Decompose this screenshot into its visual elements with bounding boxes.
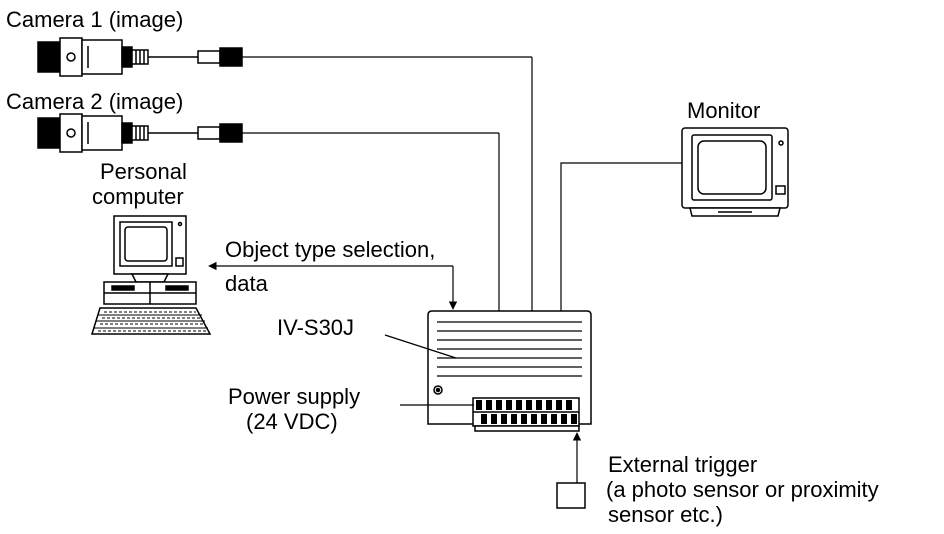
pc-label-line1: Personal [100,159,187,184]
trigger-label-line1: External trigger [608,452,758,477]
monitor-cable [560,162,682,311]
controller-pointer [384,334,457,359]
monitor-icon [681,127,789,217]
power-supply-label-line1: Power supply [228,384,361,409]
trigger-label-line3: sensor etc.) [608,502,723,527]
monitor-label: Monitor [687,98,761,123]
camera-2-label: Camera 2 (image) [6,89,184,114]
controller-label: IV-S30J [277,315,355,340]
power-supply-label-line2: (24 VDC) [246,409,338,434]
external-trigger-sensor [556,482,586,509]
object-selection-label-line1: Object type selection, [225,237,436,262]
trigger-label-line2: (a photo sensor or proximity [606,477,879,502]
controller-unit [427,310,592,432]
camera-2-icon [37,113,243,153]
camera-1-icon [37,37,243,77]
personal-computer-icon [90,215,212,335]
pc-label-line2: computer [92,184,184,209]
camera-1-label: Camera 1 (image) [6,7,184,32]
object-selection-label-line2: data [225,271,268,296]
